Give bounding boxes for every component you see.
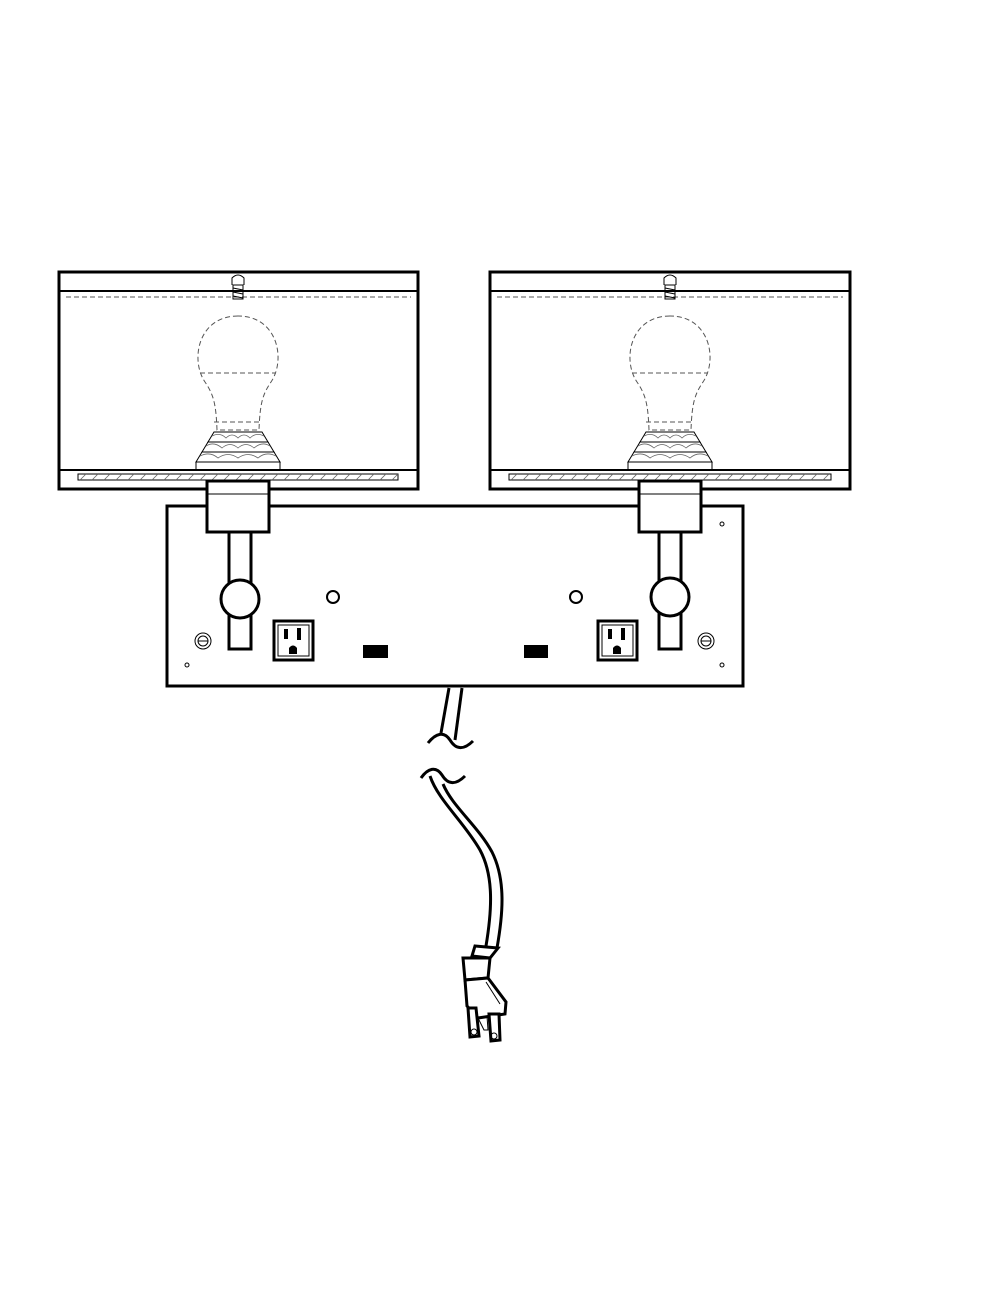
right-light-bulb-icon [629,315,711,431]
left-finial-screw-icon [231,274,245,300]
right-bulb-socket [627,431,713,471]
right-dimmer-knob-icon [569,590,583,604]
right-lamp-shade [488,270,852,491]
left-lamp-shade [57,270,420,491]
right-finial-screw-icon [663,274,677,300]
left-light-bulb-icon [197,315,279,431]
power-plug-icon [461,944,508,1043]
right-power-outlet-icon [596,619,639,662]
left-lamp-arm [205,479,271,651]
left-bulb-socket [195,431,281,471]
right-mounting-screw-icon [697,632,715,650]
power-cord [419,687,504,949]
right-lamp-arm [637,479,703,651]
left-dimmer-knob-icon [326,590,340,604]
left-switch-slot [363,645,388,658]
right-switch-slot [524,645,548,658]
wall-back-plate [165,504,745,688]
left-mounting-screw-icon [194,632,212,650]
left-power-outlet-icon [272,619,315,662]
